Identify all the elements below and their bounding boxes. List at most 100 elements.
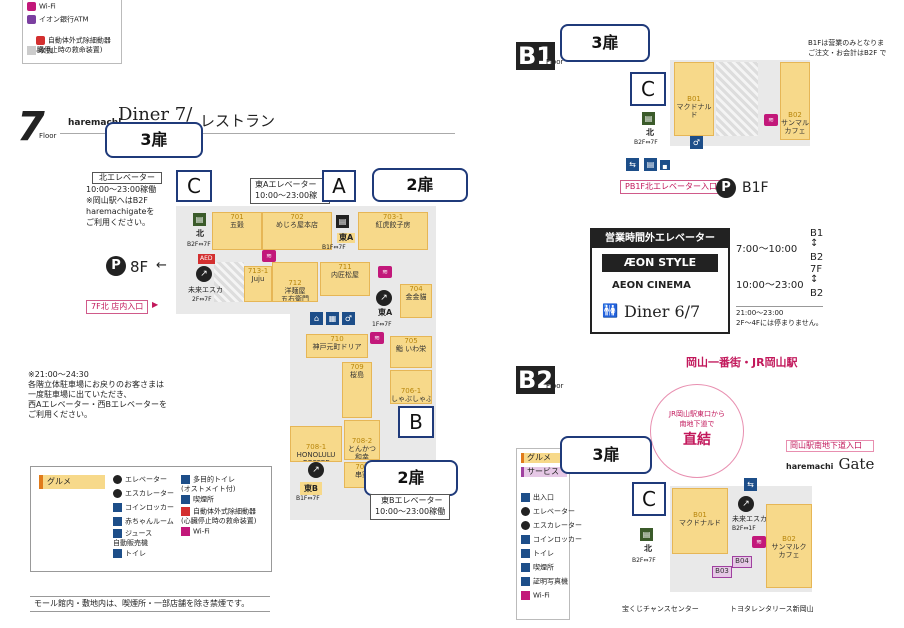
escalator-icon <box>521 521 530 530</box>
toilet-icon-hours: 🚻 <box>602 304 619 319</box>
callout-2door-a-7f: 2扉 <box>372 168 468 202</box>
aed-icon <box>35 36 45 45</box>
header-rule <box>60 133 455 134</box>
exit-icon-b1: ⇆ <box>626 158 639 171</box>
vending-icon <box>113 529 122 538</box>
elevator-icon <box>521 507 530 516</box>
parking-icon-b1[interactable]: P <box>716 178 736 198</box>
floor-b2-badge: B2 Floor <box>516 366 568 394</box>
callout-3door-b1: 3扉 <box>560 24 650 62</box>
parking-arrow: ← <box>156 258 167 273</box>
wifi-icon-3: ≋ <box>370 332 384 344</box>
aed-icon: AED <box>198 254 215 264</box>
toilet-icon <box>113 549 122 558</box>
floor7-brand: haremachi <box>68 118 122 128</box>
photo-booth-icon <box>521 577 530 586</box>
shop-b2-b04[interactable]: B04 <box>732 556 752 568</box>
parking-icon-7f[interactable]: P <box>106 256 126 276</box>
wifi-icon-2: ≋ <box>378 266 392 278</box>
east-a-elevator-note: 東Aエレベーター 10:00～23:00稼 <box>250 178 330 204</box>
legend-gourmet: グルメ <box>39 475 105 489</box>
night-note: ※21:00～24:30 各階立体駐車場にお戻りのお客さまは 一度駐車場に出てい… <box>28 370 167 419</box>
coin-locker-icon <box>113 503 122 512</box>
north-elevator-icon[interactable]: ▤ <box>193 213 206 226</box>
legend-7f: グルメ エレベーター エスカレーター コインロッカー 赤ちゃんルーム ジュース … <box>30 466 272 572</box>
floor-b1-badge: B1 Floor <box>516 42 568 72</box>
coin-locker-icon <box>521 535 530 544</box>
parking-8f: 8F <box>130 258 149 276</box>
atrium-7f <box>214 262 244 302</box>
shop-b2-b03[interactable]: B03 <box>712 566 732 578</box>
legend-atrium: 吹抜 <box>27 46 53 56</box>
exit-icon <box>521 493 530 502</box>
b2-legend: グルメ サービス 出入口 エレベーター エスカレーター コインロッカー トイレ … <box>516 448 582 620</box>
toilet-icon-b1: ♂ <box>690 136 703 149</box>
smoking-area-icon <box>27 46 36 55</box>
north-elevator-title: 北エレベーター <box>92 172 162 184</box>
parking-b1: B1F <box>742 180 769 196</box>
east-a-elevator-icon[interactable]: ▤ <box>336 215 349 228</box>
floor7-title: Diner 7/ <box>118 104 193 125</box>
floor7-badge: 7 Floor <box>17 104 57 150</box>
east-b-elevator-note: 東Bエレベーター 10:00～23:00稼働 <box>370 494 450 520</box>
b1-note1: B1Fは营業のみとなりま <box>808 39 885 47</box>
east-b-elevator-icon[interactable]: 東B <box>300 482 322 495</box>
callout-3door-b2: 3扉 <box>560 436 652 474</box>
gate-entrance[interactable]: 岡山駅南地下道入口 haremachi Gate <box>786 440 875 473</box>
ichibangai-label[interactable]: 岡山一番街・JR岡山駅 <box>686 356 798 369</box>
takara-label: 宝くじチャンスセンター <box>622 605 699 613</box>
wifi-icon <box>521 591 530 600</box>
elevator-icon-b1: ▤ <box>644 158 657 171</box>
coin-locker-icon: ▦ <box>326 312 339 325</box>
smoking-icon <box>181 495 190 504</box>
top-legend: Wi-Fi イオン銀行ATM 自動体外式除細動器 (心臓停止時の救命装置) 吹抜 <box>22 0 122 64</box>
escalator-icon[interactable]: ↗ <box>196 266 212 282</box>
no-smoking-note: モール館内・敷地内は、喫煙所・一部店舗を除き禁煙です。 <box>30 596 270 612</box>
wifi-icon <box>181 527 190 536</box>
b1-note2: ご注文・お会計はB2F で <box>808 49 887 57</box>
east-b-escalator-icon[interactable]: ↗ <box>308 462 324 478</box>
east-a-escalator-icon[interactable]: ↗ <box>376 290 392 306</box>
gate-c-b1: C <box>630 72 666 106</box>
photo-booth-icon-b1: ▪ <box>660 160 670 171</box>
wifi-icon: ≋ <box>262 250 276 262</box>
direct-link-circle: JR岡山駅東口から 南地下道で 直結 <box>650 384 744 478</box>
north-entrance-7f[interactable]: 7F北 店内入口 <box>86 300 149 314</box>
callout-2door-b-7f: 2扉 <box>364 460 458 496</box>
future-escalator-icon-b2[interactable]: ↗ <box>738 496 754 512</box>
hours-footnote: 21:00～23:00 2F～4Fには停まりません。 <box>736 306 823 328</box>
aed-icon <box>181 507 190 516</box>
exit-icon-b2: ⇆ <box>744 478 757 491</box>
gate-c-7f: C <box>176 170 212 202</box>
atrium-b1 <box>716 62 758 136</box>
north-elevator-icon-b1[interactable]: ▤ <box>642 112 655 125</box>
escalator-icon <box>113 489 122 498</box>
b1-elevator-entrance[interactable]: PB1F北エレベーター入口 <box>620 180 723 194</box>
elevator-icon <box>113 475 122 484</box>
toyota-label: トヨタレンタリース新岡山 <box>730 605 814 613</box>
legend-wifi: Wi-Fi <box>27 2 56 12</box>
north-elevator-icon-b2[interactable]: ▤ <box>640 528 653 541</box>
smoking-icon <box>521 563 530 572</box>
gate-a-7f: A <box>322 170 356 202</box>
gate-b-7f: B <box>398 406 434 438</box>
wifi-icon <box>27 2 36 11</box>
legend-atm: イオン銀行ATM <box>27 15 89 25</box>
